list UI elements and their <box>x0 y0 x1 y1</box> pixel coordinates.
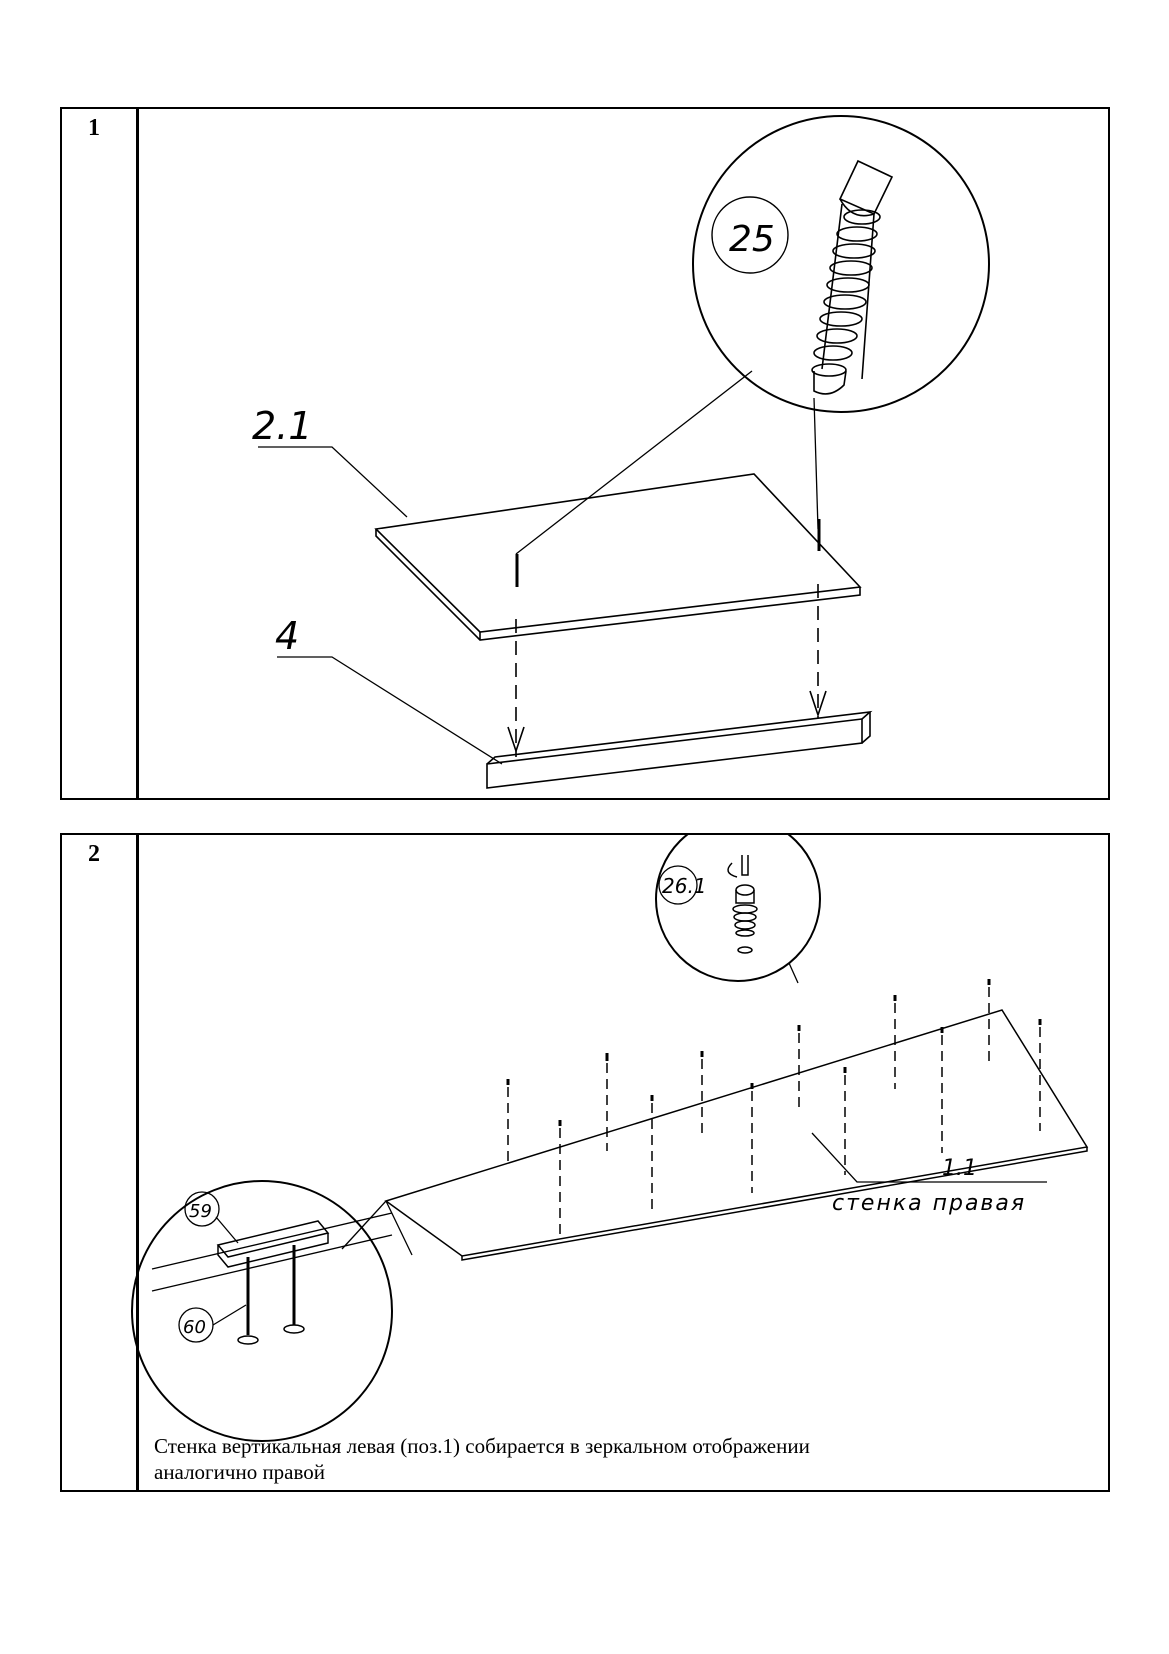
detail-circle-25 <box>692 115 990 413</box>
step-2-drawing: 26.1 1.1 стенка правая 59 60 <box>131 835 1089 1442</box>
step-2-caption: Стенка вертикальная левая (поз.1) собира… <box>154 1433 1094 1485</box>
step-1-frame: 1 <box>60 107 1110 800</box>
label-2-1: 2.1 <box>252 404 312 448</box>
step-number-column: 2 <box>62 835 139 1490</box>
label-60: 60 <box>183 1317 206 1338</box>
label-panel-name: стенка правая <box>832 1191 1026 1216</box>
detail-circle-26-1 <box>655 835 821 982</box>
label-26-1: 26.1 <box>662 874 707 898</box>
label-4: 4 <box>275 614 299 658</box>
step-number: 2 <box>88 841 100 867</box>
label-59: 59 <box>189 1201 212 1222</box>
panel-1-1 <box>384 1009 1089 1257</box>
step-number: 1 <box>88 115 100 141</box>
detail-circle-59-60 <box>131 1180 393 1442</box>
caption-line-1: Стенка вертикальная левая (поз.1) собира… <box>154 1434 810 1458</box>
caption-line-2: аналогично правой <box>154 1460 326 1484</box>
step-1-drawing: 2.1 4 25 <box>252 115 990 789</box>
step-2-frame: 2 <box>60 833 1110 1492</box>
rail-4 <box>486 718 863 789</box>
step-number-column: 1 <box>62 109 139 798</box>
label-25: 25 <box>729 219 775 260</box>
label-1-1: 1.1 <box>942 1156 977 1181</box>
